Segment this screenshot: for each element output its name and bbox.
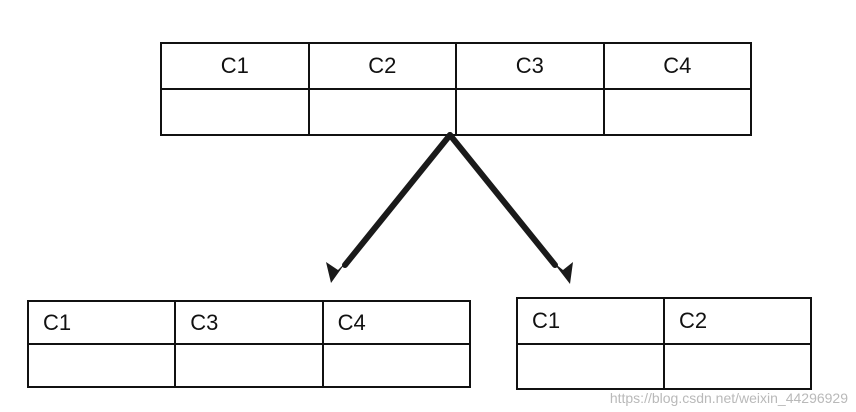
right-cell (516, 343, 665, 390)
left-col-c1: C1 (26, 300, 177, 345)
source-col-c3: C3 (455, 42, 605, 90)
left-cell (174, 343, 324, 388)
watermark-text: https://blog.csdn.net/weixin_44296929 (609, 390, 848, 406)
source-cell (455, 88, 605, 136)
arrow-to-left-table (326, 132, 453, 283)
arrowhead-right (553, 262, 573, 284)
source-cell (602, 88, 752, 136)
arrowhead-left (326, 262, 346, 283)
left-cell (321, 343, 471, 388)
left-split-table: C1 C3 C4 (26, 300, 471, 388)
source-col-c2: C2 (307, 42, 457, 90)
source-table-header-row: C1 C2 C3 C4 (160, 42, 752, 90)
right-table-data-row (516, 343, 812, 390)
source-col-c4: C4 (602, 42, 752, 90)
right-col-c2: C2 (663, 297, 812, 345)
right-cell (663, 343, 812, 390)
right-split-table: C1 C2 (516, 297, 812, 390)
left-cell (26, 343, 177, 388)
source-cell (307, 88, 457, 136)
source-cell (160, 88, 310, 136)
left-col-c4: C4 (321, 300, 471, 345)
arrow-to-right-table (447, 132, 573, 284)
left-table-header-row: C1 C3 C4 (26, 300, 471, 345)
source-col-c1: C1 (160, 42, 310, 90)
left-col-c3: C3 (174, 300, 324, 345)
source-table-data-row (160, 88, 752, 136)
left-table-data-row (26, 343, 471, 388)
right-table-header-row: C1 C2 (516, 297, 812, 345)
right-col-c1: C1 (516, 297, 665, 345)
source-table: C1 C2 C3 C4 (160, 42, 752, 136)
